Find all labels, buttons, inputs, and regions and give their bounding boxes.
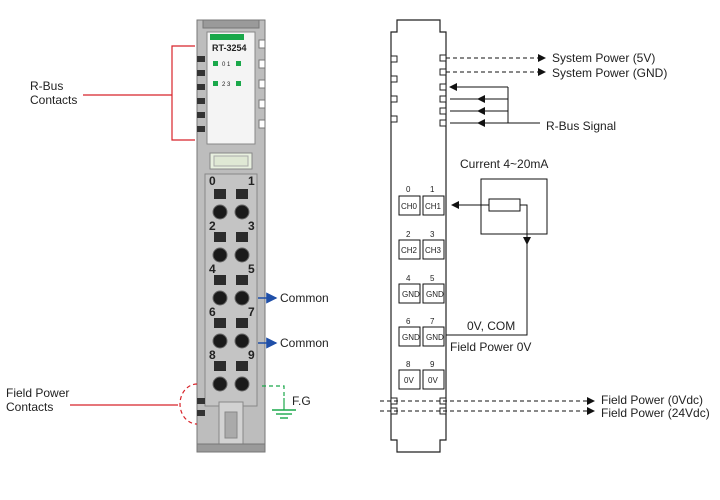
terminal-gnd-6: GND <box>402 333 420 342</box>
rbus-contact-pins <box>197 56 205 132</box>
current-source: Current 4~20mA 0V, COM Field Power 0V <box>446 157 548 354</box>
led-row2-label: 2 3 <box>222 82 231 88</box>
field-power-lines: Field Power (0Vdc) Field Power (24Vdc) <box>380 393 710 420</box>
system-power-lines: System Power (5V) System Power (GND) <box>446 51 667 80</box>
svg-text:3: 3 <box>430 230 435 239</box>
module-model: RT-3254 <box>212 43 247 53</box>
svg-text:9: 9 <box>248 348 255 362</box>
svg-text:9: 9 <box>430 360 435 369</box>
field-label-line1: Field Power <box>6 386 69 400</box>
system-power-gnd-label: System Power (GND) <box>552 66 667 80</box>
svg-text:4: 4 <box>209 262 216 276</box>
field-contact-pin-1 <box>197 398 205 404</box>
terminal-gnd-7: GND <box>426 333 444 342</box>
led-1 <box>236 61 241 66</box>
svg-text:3: 3 <box>248 219 255 233</box>
led-0 <box>213 61 218 66</box>
system-power-5v-label: System Power (5V) <box>552 51 655 65</box>
svg-text:6: 6 <box>209 305 216 319</box>
svg-text:0: 0 <box>406 185 411 194</box>
svg-text:6: 6 <box>406 317 411 326</box>
spring-openings <box>214 189 248 371</box>
field-power-0vdc-label: Field Power (0Vdc) <box>601 393 703 407</box>
svg-text:1: 1 <box>430 185 435 194</box>
fg-label: F.G <box>292 394 311 408</box>
field-power-callout: Field Power Contacts <box>6 383 198 425</box>
terminal-ch0: CH0 <box>401 202 418 211</box>
svg-text:7: 7 <box>248 305 255 319</box>
svg-text:2: 2 <box>406 230 411 239</box>
led-2 <box>213 81 218 86</box>
field-power-24vdc-label: Field Power (24Vdc) <box>601 406 710 420</box>
svg-text:0: 0 <box>209 174 216 188</box>
svg-text:5: 5 <box>248 262 255 276</box>
common-label-1: Common <box>280 291 329 305</box>
fg-ground: F.G <box>262 385 311 419</box>
terminal-ch1: CH1 <box>425 202 442 211</box>
wire-holes <box>212 204 250 392</box>
terminal-gnd-4: GND <box>402 290 420 299</box>
right-edge-notches <box>258 39 266 129</box>
svg-text:8: 8 <box>406 360 411 369</box>
rbus-signal-label: R-Bus Signal <box>546 119 616 133</box>
terminal-ch3: CH3 <box>425 246 442 255</box>
field-label-line2: Contacts <box>6 400 53 414</box>
svg-text:4: 4 <box>406 274 411 283</box>
current-label: Current 4~20mA <box>460 157 548 171</box>
field-contact-pin-2 <box>197 410 205 416</box>
rbus-signal-lines: R-Bus Signal <box>449 83 616 133</box>
terminal-0v-8: 0V <box>404 376 414 385</box>
rbus-label-line2: Contacts <box>30 93 77 107</box>
terminal-block <box>204 173 258 407</box>
terminal-ch2: CH2 <box>401 246 418 255</box>
green-label-strip <box>210 34 244 40</box>
io-module: RT-3254 0 1 2 3 0 1 2 3 4 5 6 7 8 9 <box>196 19 266 453</box>
common-callouts: Common Common <box>258 291 329 350</box>
label-plate <box>206 31 256 145</box>
terminal-gnd-5: GND <box>426 290 444 299</box>
svg-text:1: 1 <box>248 174 255 188</box>
rbus-label-line1: R-Bus <box>30 79 63 93</box>
terminal-0v-9: 0V <box>428 376 438 385</box>
rbus-callout: R-Bus Contacts <box>30 45 195 141</box>
svg-text:2: 2 <box>209 219 216 233</box>
field-power-0v-label: Field Power 0V <box>450 340 531 354</box>
svg-text:8: 8 <box>209 348 216 362</box>
schematic-terminals: 0 1 CH0 CH1 2 3 CH2 CH3 4 5 GND GND 6 7 … <box>398 185 445 390</box>
led-row1-label: 0 1 <box>222 62 231 68</box>
svg-text:5: 5 <box>430 274 435 283</box>
common-label-2: Common <box>280 336 329 350</box>
terminal-number-labels: 0 1 2 3 4 5 6 7 8 9 <box>209 174 255 362</box>
svg-text:7: 7 <box>430 317 435 326</box>
led-3 <box>236 81 241 86</box>
zero-v-com-label: 0V, COM <box>467 319 515 333</box>
